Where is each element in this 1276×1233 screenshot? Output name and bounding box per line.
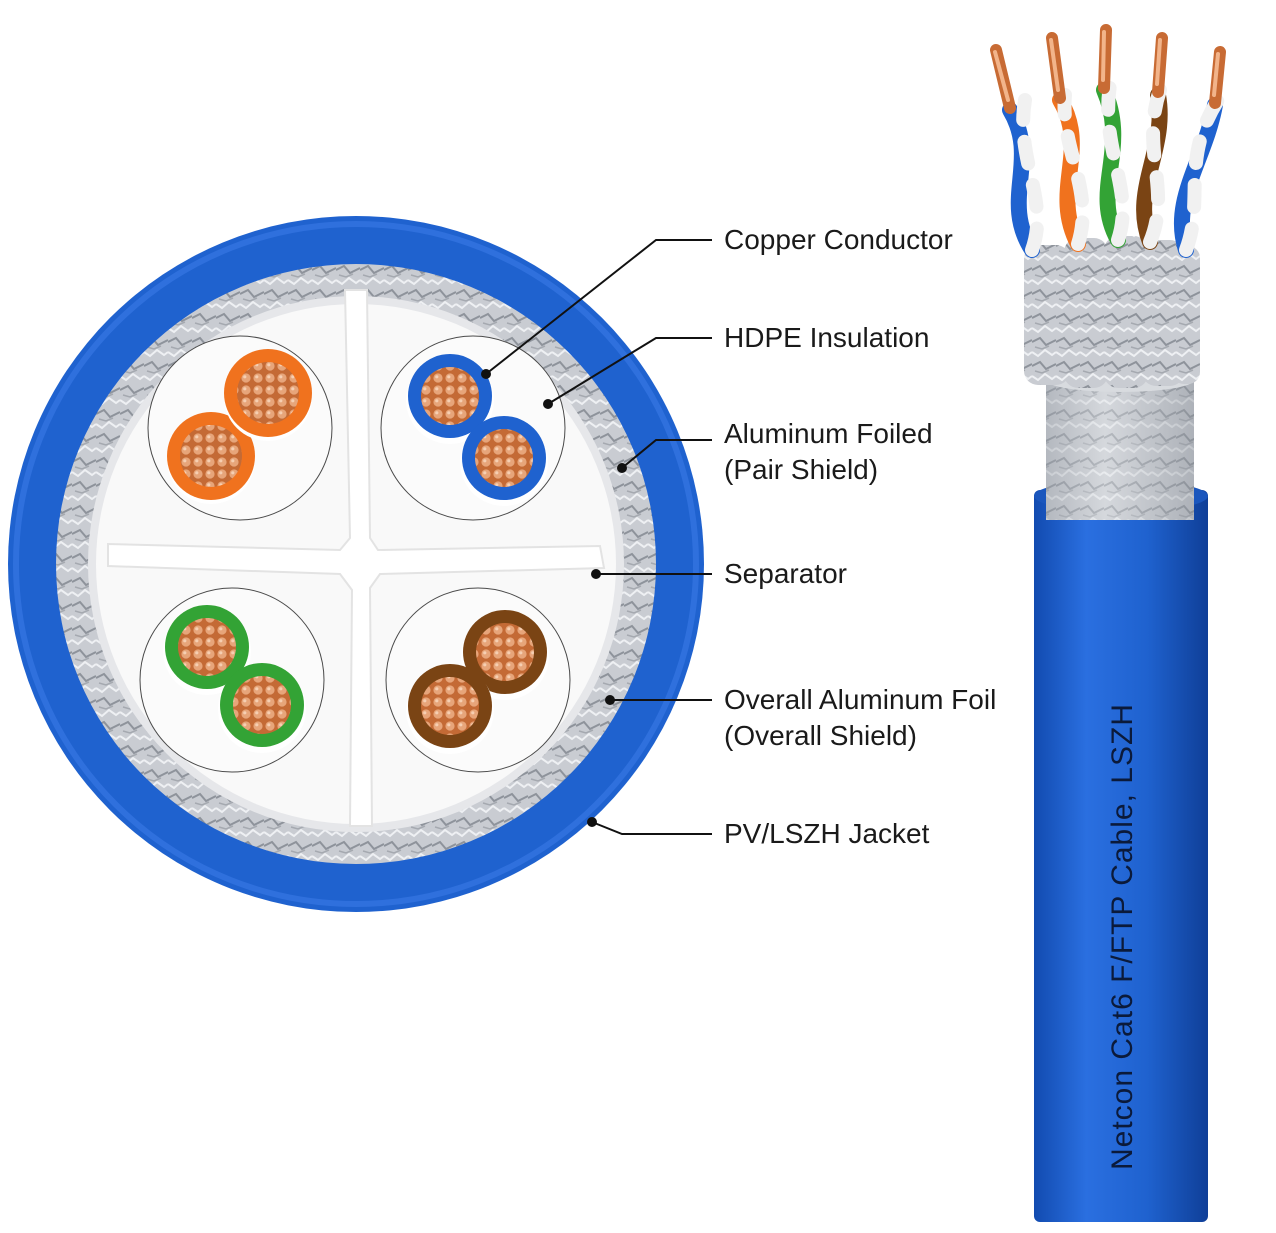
label-overall-foil-line1: Overall Aluminum Foil [724, 684, 997, 715]
label-pair-shield-line2: (Pair Shield) [724, 454, 879, 485]
leader-jacket [591, 821, 712, 835]
label-copper-conductor: Copper Conductor [724, 224, 953, 255]
label-pair-shield-line1: Aluminum Foiled [724, 418, 933, 449]
pair-brown [406, 610, 549, 754]
leader-pair-shield [621, 439, 712, 469]
label-pair-shield: Aluminum Foiled (Pair Shield) [724, 416, 933, 488]
label-overall-foil: Overall Aluminum Foil (Overall Shield) [724, 682, 996, 754]
leader-hdpe [547, 337, 712, 405]
pair-orange [167, 349, 312, 504]
cable-jacket [1034, 490, 1208, 1222]
separator-cross [107, 289, 606, 827]
label-jacket: PV/LSZH Jacket [724, 818, 930, 849]
label-separator: Separator [724, 558, 847, 589]
label-hdpe-insulation: HDPE Insulation [724, 322, 930, 353]
cable-side-view: Netcon Cat6 F/FTP Cable, LSZH [990, 24, 1226, 1222]
cable-print-text: Netcon Cat6 F/FTP Cable, LSZH [1106, 703, 1139, 1170]
cable-pair-foils [1024, 236, 1200, 388]
pair-blue [406, 354, 548, 506]
leader-copper [485, 239, 712, 375]
cable-wires [1002, 78, 1225, 258]
label-overall-foil-line2: (Overall Shield) [724, 720, 917, 751]
cross-section [8, 216, 704, 912]
leader-lines [481, 239, 712, 835]
pair-green [163, 605, 306, 753]
